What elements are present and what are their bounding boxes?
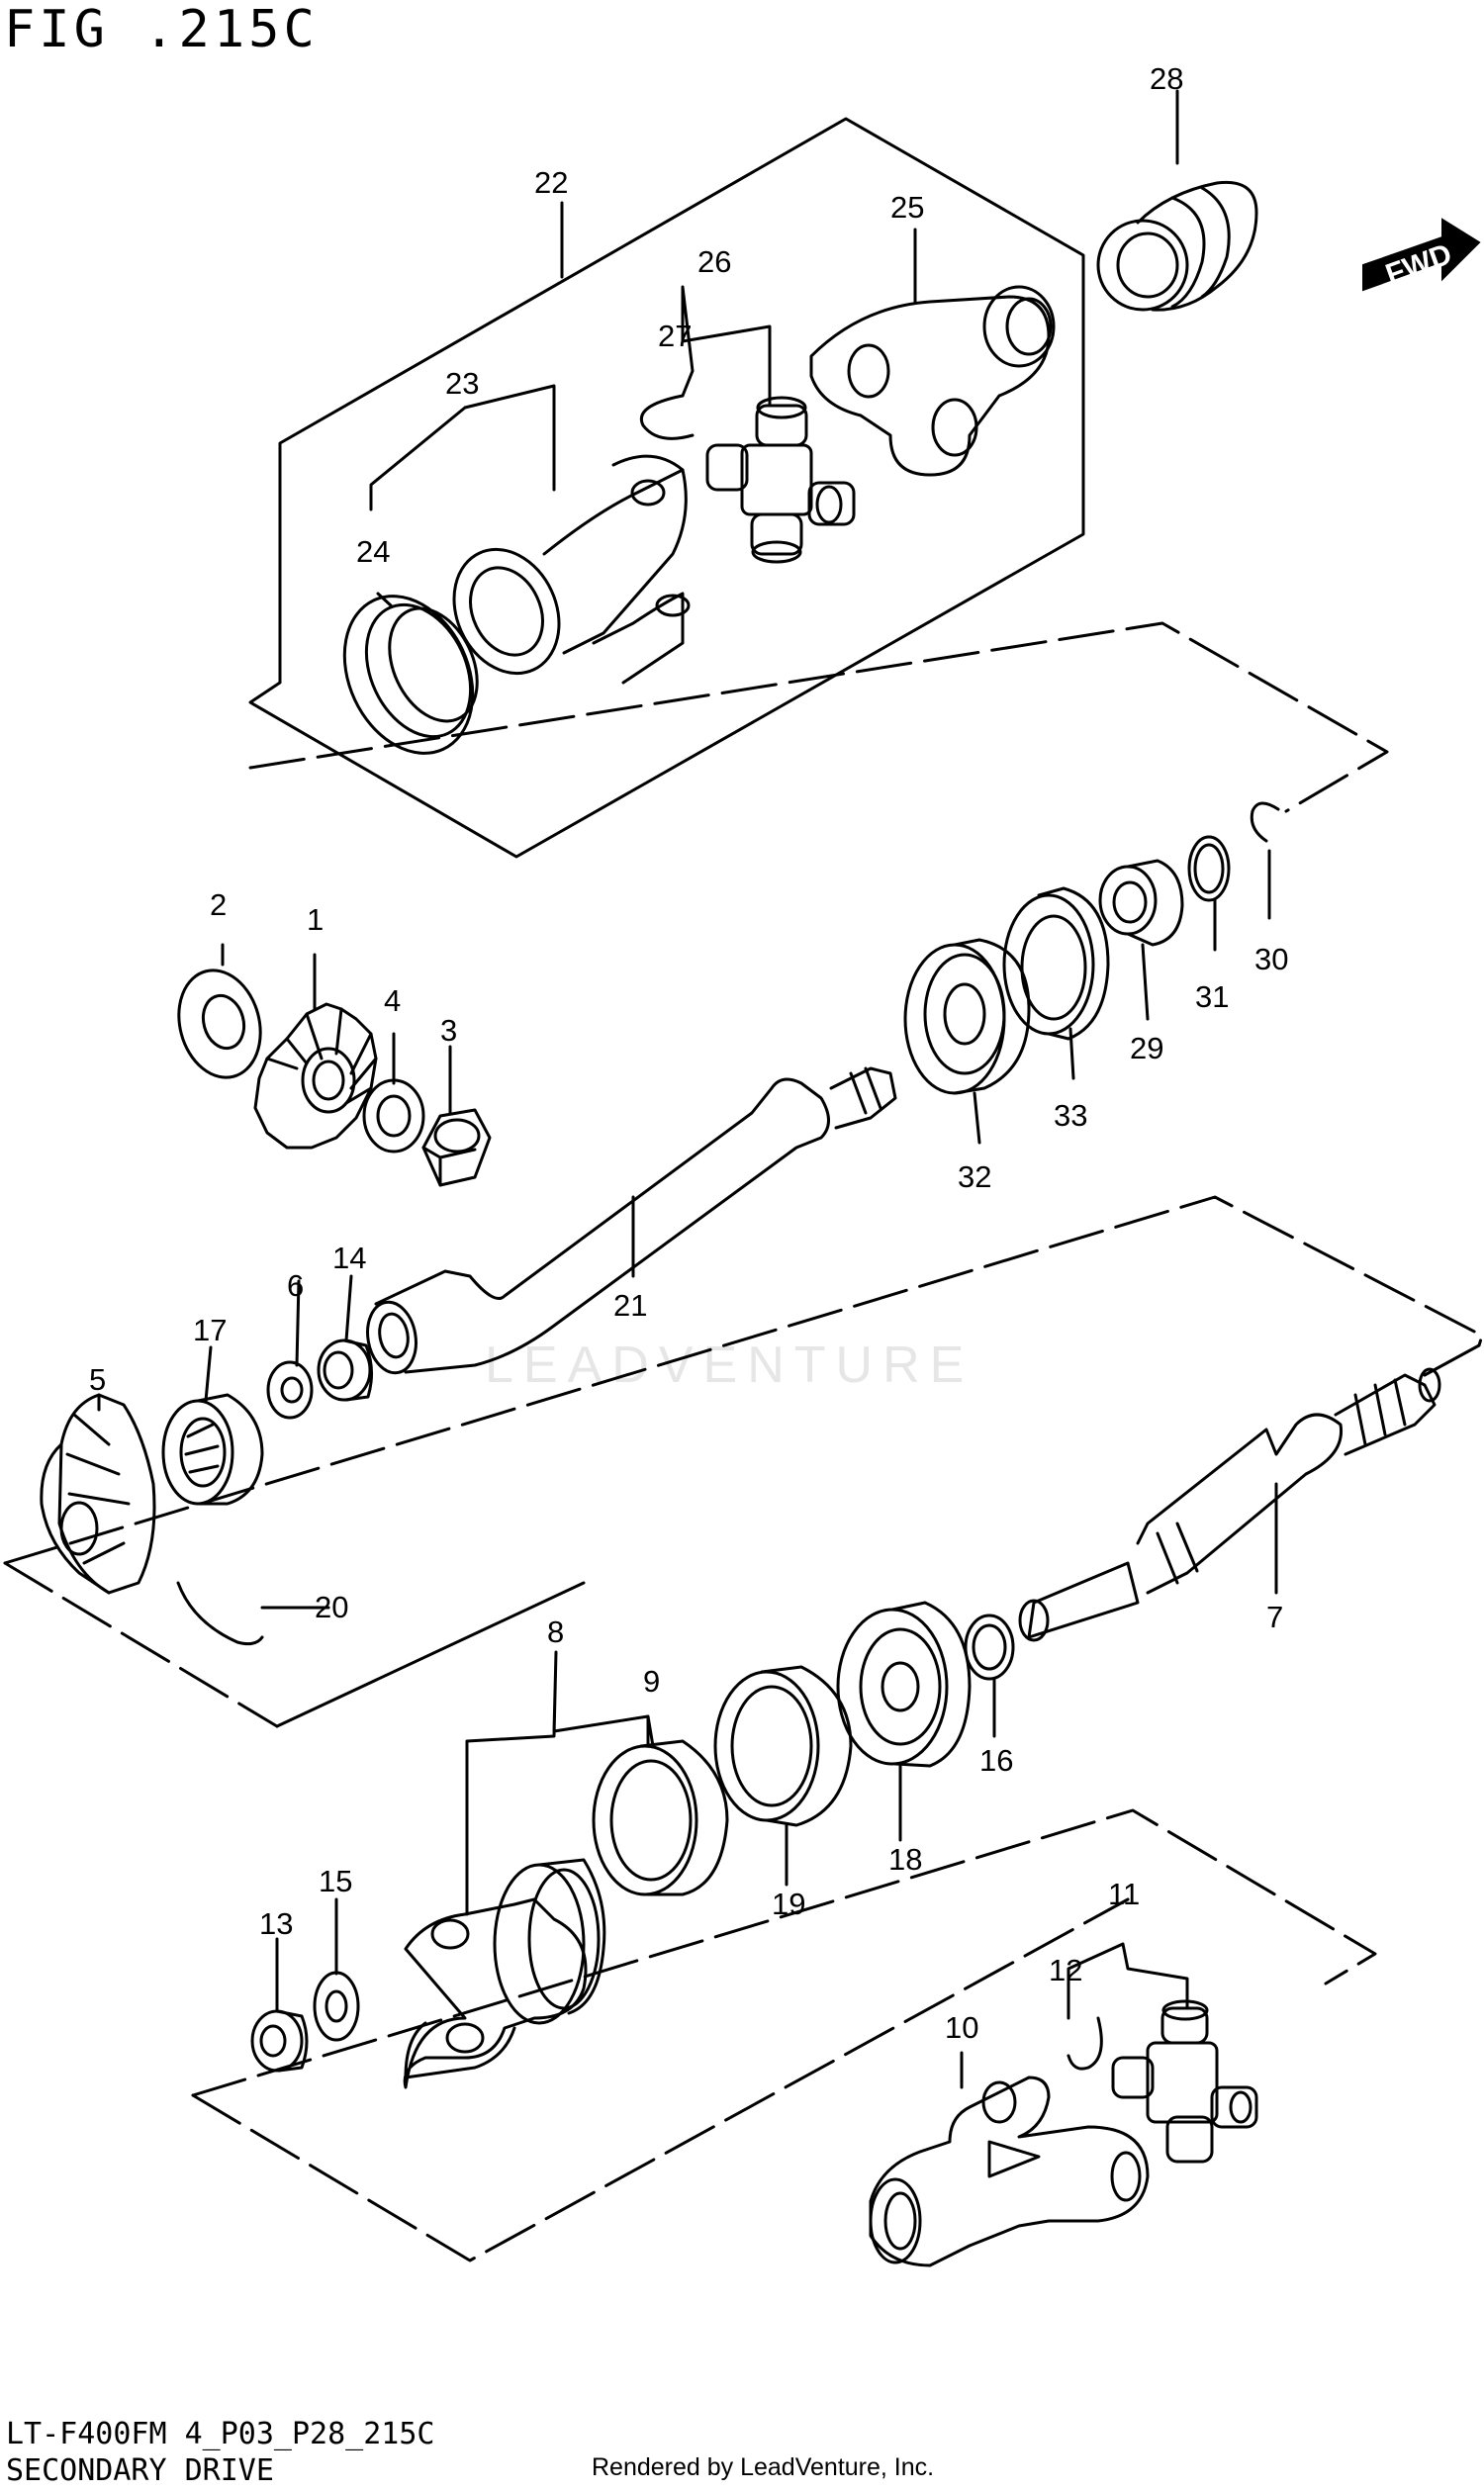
part-5-ring-gear bbox=[40, 1393, 156, 1595]
part-10-yoke bbox=[869, 2076, 1150, 2267]
footer-model-code: LT-F400FM 4_P03_P28_215C bbox=[6, 2417, 435, 2451]
part-7-shaft bbox=[1018, 1367, 1441, 1642]
callout-10: 10 bbox=[945, 2010, 978, 2045]
callout-32: 32 bbox=[958, 1159, 991, 1194]
callout-11: 11 bbox=[1108, 1877, 1140, 1911]
callout-5: 5 bbox=[89, 1362, 106, 1397]
callout-25: 25 bbox=[890, 190, 924, 225]
callout-33: 33 bbox=[1054, 1098, 1087, 1133]
part-4-washer bbox=[362, 1078, 425, 1154]
part-30-circlip bbox=[1250, 801, 1280, 843]
callout-9: 9 bbox=[643, 1664, 660, 1699]
callout-30: 30 bbox=[1254, 942, 1288, 976]
callout-27: 27 bbox=[658, 319, 692, 353]
callouts: 28 22 25 26 27 23 24 2 1 4 3 30 31 29 33… bbox=[89, 61, 1288, 2045]
callout-8: 8 bbox=[547, 1615, 564, 1649]
part-12-circlip bbox=[1067, 2016, 1103, 2071]
callout-7: 7 bbox=[1266, 1600, 1283, 1634]
part-32-bearing bbox=[903, 938, 1031, 1095]
part-2-washer bbox=[177, 969, 262, 1079]
fwd-arrow-icon: FWD bbox=[1362, 218, 1481, 292]
dashed-plane-upper bbox=[248, 621, 1389, 813]
part-31-circlip bbox=[1187, 835, 1231, 902]
part-28-boot bbox=[1096, 180, 1258, 312]
part-11-spider bbox=[1111, 1999, 1258, 2164]
part-25-yoke bbox=[809, 285, 1056, 477]
leader-lines bbox=[97, 89, 1278, 2089]
callout-28: 28 bbox=[1150, 61, 1183, 96]
footer-section-title: SECONDARY DRIVE bbox=[6, 2453, 274, 2488]
callout-12: 12 bbox=[1049, 1953, 1082, 1987]
callout-29: 29 bbox=[1130, 1031, 1163, 1065]
callout-20: 20 bbox=[315, 1590, 348, 1624]
footer-credit: Rendered by LeadVenture, Inc. bbox=[592, 2453, 935, 2481]
dashed-plane-lower bbox=[191, 1808, 1377, 2097]
callout-19: 19 bbox=[772, 1887, 805, 1921]
callout-24: 24 bbox=[356, 534, 390, 569]
callout-3: 3 bbox=[440, 1013, 457, 1048]
figure-title: FIG .215C bbox=[4, 0, 319, 59]
part-17-bearing bbox=[161, 1393, 264, 1506]
part-29-spacer bbox=[1098, 859, 1184, 947]
part-20-circlip bbox=[176, 1581, 264, 1646]
part-1-bevel-gear bbox=[253, 1002, 378, 1150]
callout-1: 1 bbox=[307, 902, 324, 937]
callout-15: 15 bbox=[319, 1864, 352, 1898]
part-13-nut bbox=[250, 2009, 309, 2073]
callout-6: 6 bbox=[287, 1268, 304, 1303]
part-8-yoke bbox=[403, 1858, 606, 2089]
part-26-spider bbox=[705, 396, 856, 564]
part-23-yoke bbox=[452, 454, 691, 685]
part-9-seal bbox=[592, 1739, 729, 1896]
part-18-bearing bbox=[836, 1601, 972, 1768]
callout-21: 21 bbox=[613, 1288, 647, 1323]
part-19-collar bbox=[713, 1665, 853, 1827]
callout-16: 16 bbox=[979, 1743, 1013, 1778]
assembly-outline-22 bbox=[248, 117, 1085, 859]
part-33-seal bbox=[1002, 886, 1110, 1041]
part-21-shaft bbox=[366, 1066, 897, 1375]
callout-14: 14 bbox=[332, 1241, 366, 1275]
part-14-nut bbox=[317, 1338, 373, 1402]
part-27-circlip bbox=[640, 394, 695, 440]
part-6-washer bbox=[266, 1360, 314, 1420]
callout-26: 26 bbox=[697, 244, 731, 279]
callout-18: 18 bbox=[888, 1842, 922, 1877]
callout-2: 2 bbox=[210, 887, 227, 922]
callout-17: 17 bbox=[193, 1313, 227, 1347]
dashed-plane-middle bbox=[3, 1195, 1484, 1565]
part-15-washer bbox=[313, 1971, 360, 2042]
callout-22: 22 bbox=[534, 165, 568, 200]
callout-4: 4 bbox=[384, 983, 401, 1018]
part-24-seal bbox=[342, 595, 479, 755]
callout-23: 23 bbox=[445, 366, 479, 401]
callout-13: 13 bbox=[259, 1906, 293, 1941]
part-16-ring bbox=[964, 1614, 1015, 1681]
callout-31: 31 bbox=[1195, 979, 1229, 1014]
part-3-nut bbox=[421, 1108, 492, 1187]
